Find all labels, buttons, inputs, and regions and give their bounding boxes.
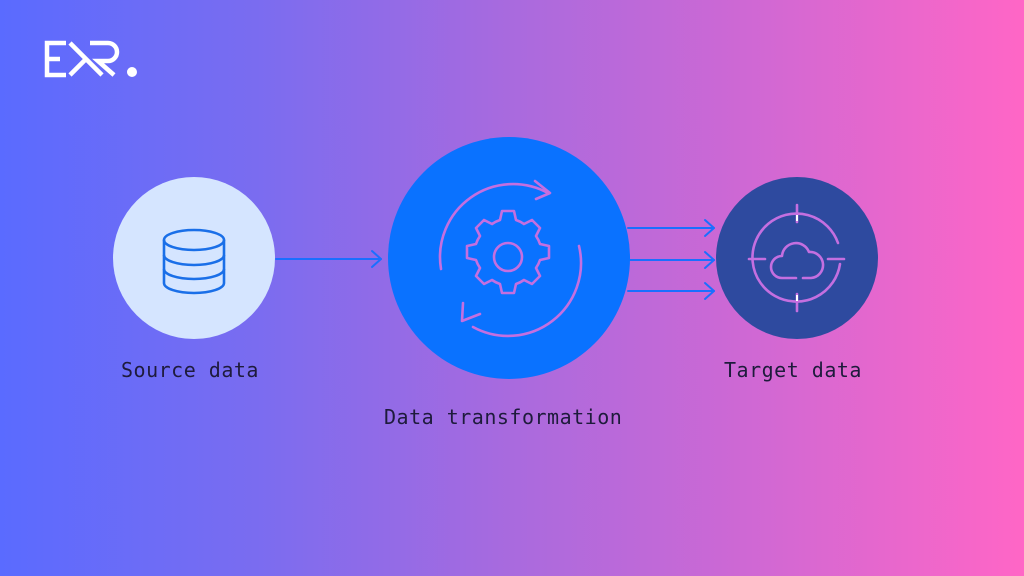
arrow-transform-to-target-2 <box>629 251 715 269</box>
data-transformation-node <box>388 137 630 379</box>
exr-logo <box>44 40 137 78</box>
arrow-transform-to-target-1 <box>627 219 715 237</box>
gear-refresh-icon <box>438 179 583 338</box>
source-data-node <box>113 177 275 339</box>
target-data-node <box>716 177 878 339</box>
source-data-label: Source data <box>121 358 259 382</box>
cloud-target-icon <box>747 203 846 313</box>
arrow-source-to-transform <box>275 250 382 268</box>
database-icon <box>162 228 226 295</box>
target-data-label: Target data <box>724 358 862 382</box>
data-transformation-label: Data transformation <box>384 405 623 429</box>
arrow-transform-to-target-3 <box>627 282 715 300</box>
